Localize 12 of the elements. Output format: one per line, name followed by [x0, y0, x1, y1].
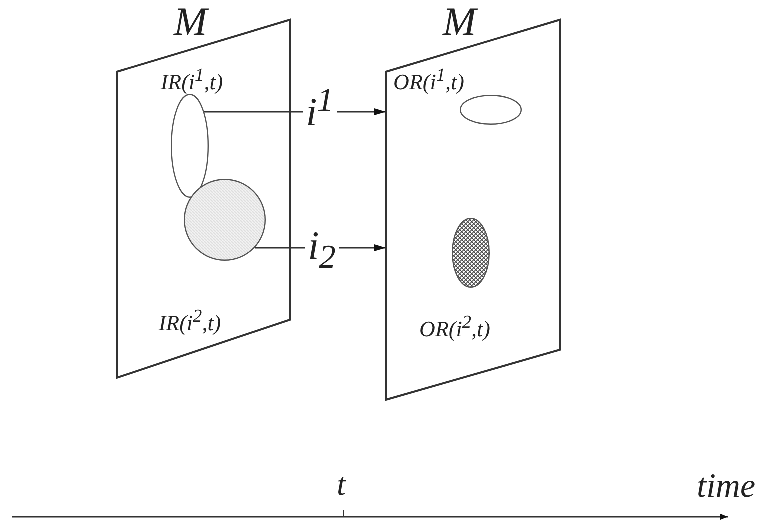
shaded-circle [184, 179, 266, 261]
region-label: IR(i$^{2}$,t) [158, 307, 222, 334]
plane-heading: M [174, 2, 208, 42]
tick-label: t [337, 468, 346, 500]
axis-label: time [697, 470, 756, 504]
region-label: IR(i$^{1}$,t) [160, 66, 224, 94]
region-label: OR(i$^{2}$,t) [420, 313, 490, 340]
hatched-region [171, 94, 209, 198]
plane-heading: M [443, 2, 476, 42]
region-label: OR(i$^{1}$,t) [394, 66, 464, 94]
hatched-region [452, 218, 490, 288]
hatched-region [460, 95, 522, 125]
